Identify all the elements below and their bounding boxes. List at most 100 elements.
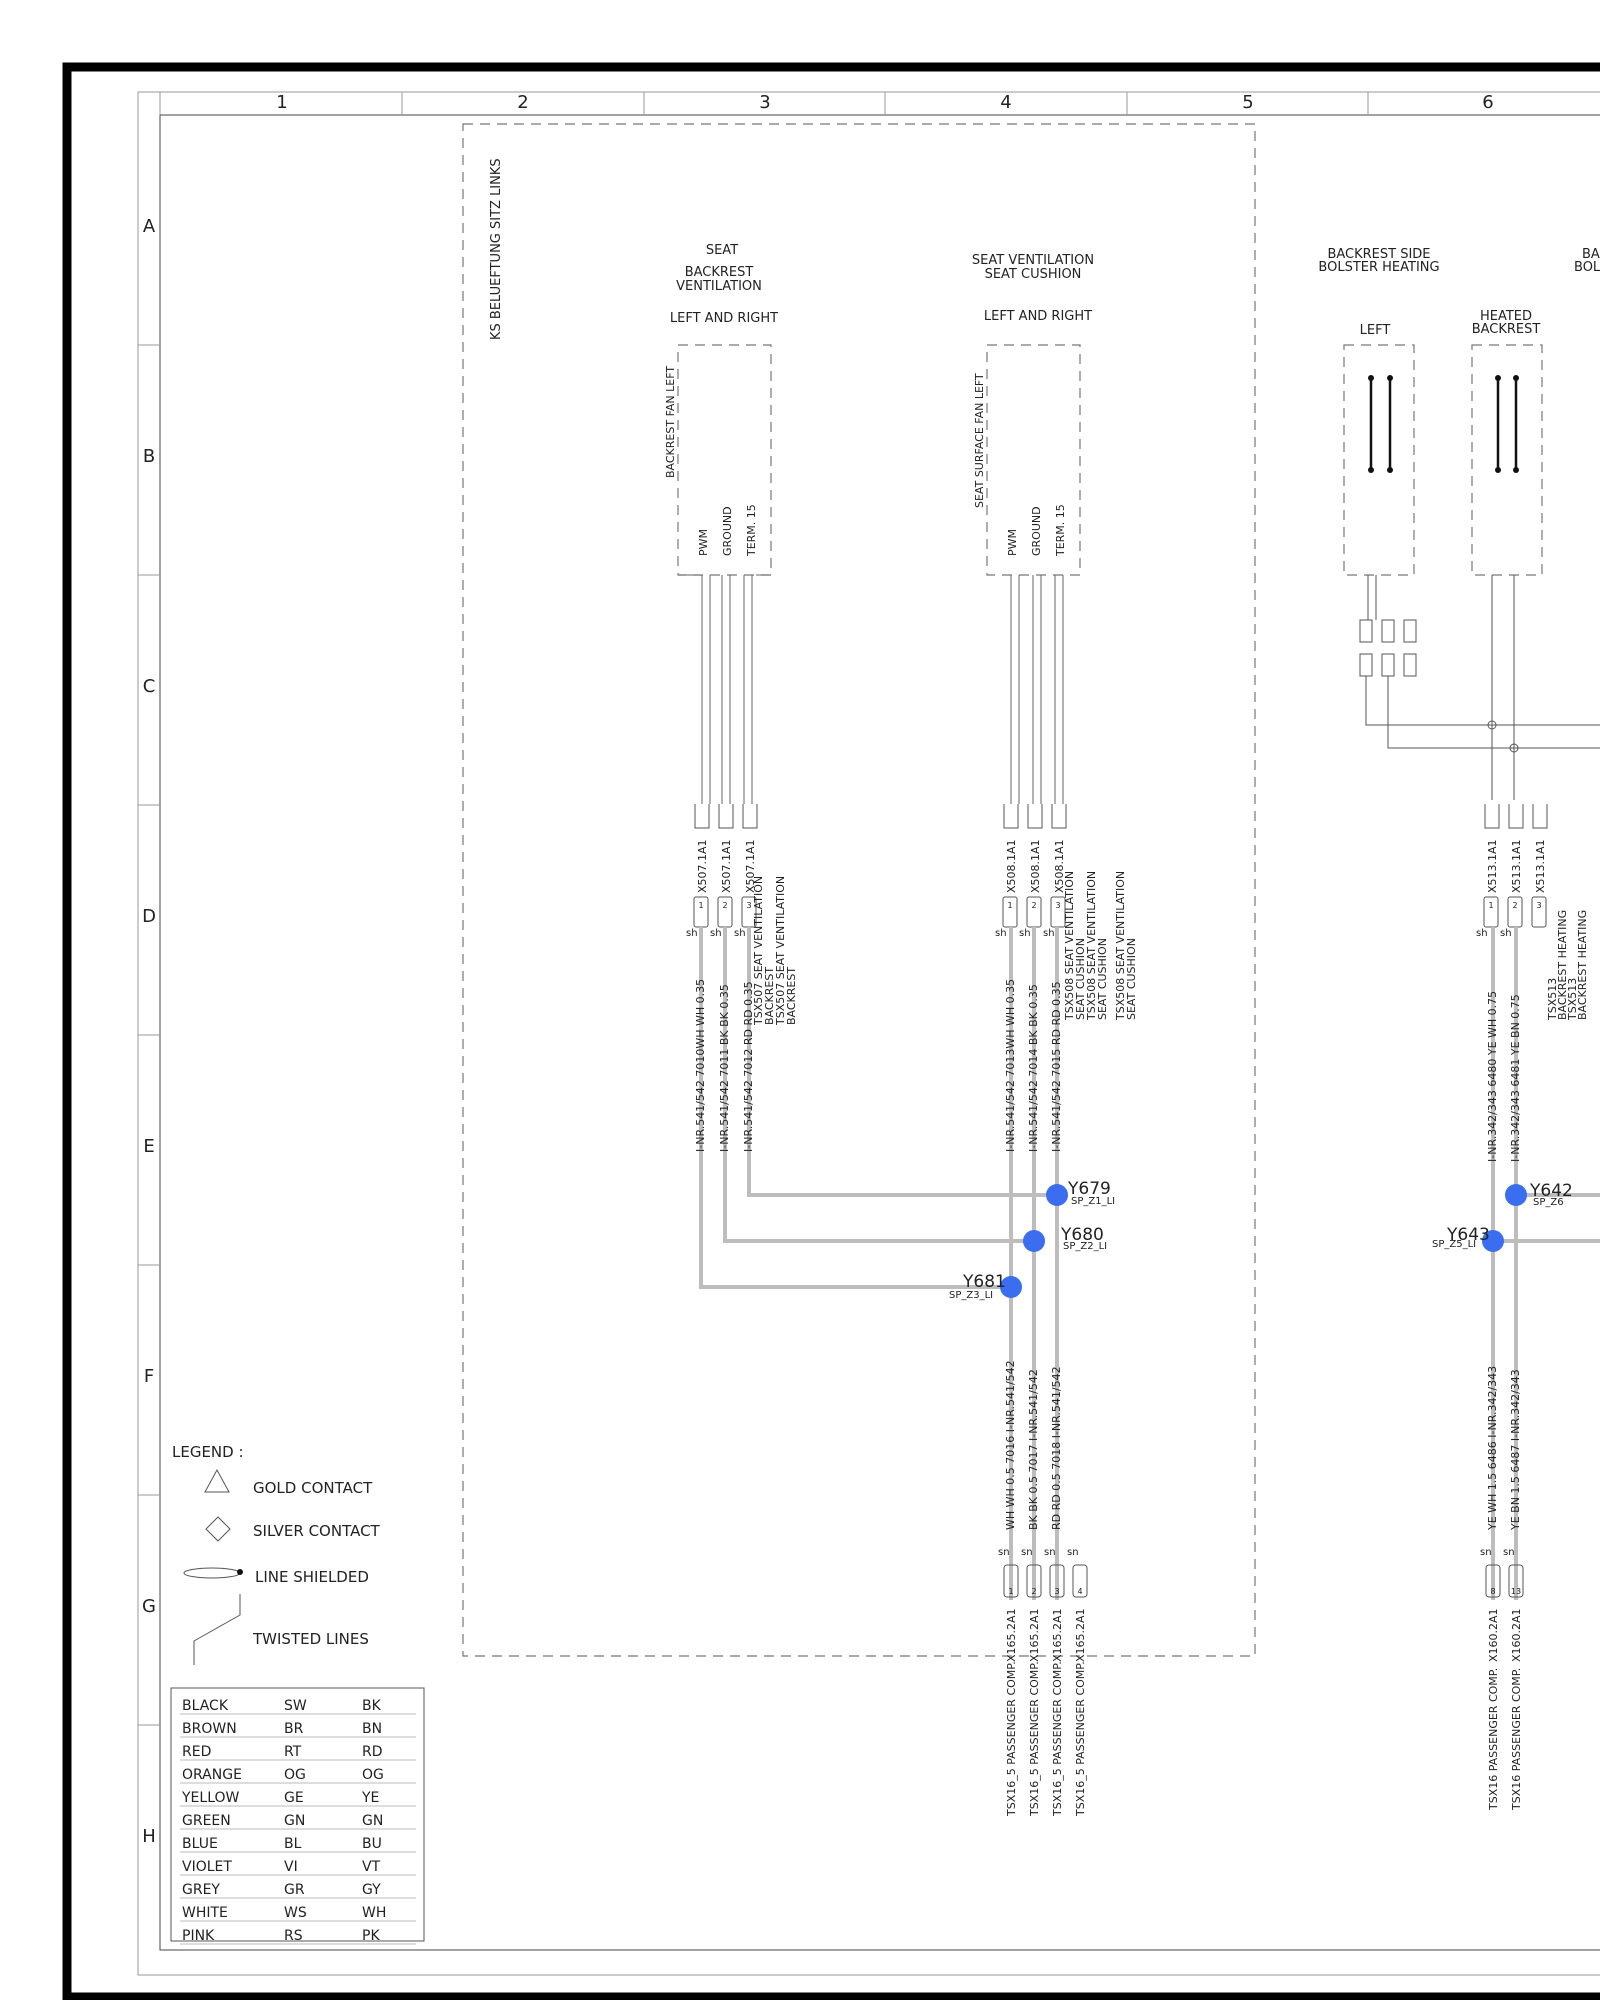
legend-item: LINE SHIELDED (255, 1568, 369, 1586)
splice-sub: SP_Z1_LI (1071, 1196, 1115, 1207)
pin-number: 4 (1077, 1587, 1082, 1596)
drawing-area (159, 114, 1600, 1951)
tsx-note: BACKREST HEATING (1556, 910, 1569, 1020)
shield-mark: sn (1021, 1547, 1033, 1558)
connector-name-x513: X513.1A1 (1510, 839, 1523, 893)
splice-y643 (1482, 1230, 1504, 1252)
harness-wires (699, 927, 1600, 1600)
splice-y680 (1023, 1230, 1045, 1252)
shield-mark: sh (1019, 928, 1031, 939)
splice-sub: SP_Z3_LI (949, 1290, 993, 1301)
shield-mark: sn (1044, 1547, 1056, 1558)
tsx-note: TSX507 SEAT VENTILATION (752, 876, 765, 1026)
pin-label-ground: GROUND (721, 506, 734, 556)
backrest-ventilation-block: SEAT BACKREST VENTILATION LEFT AND RIGHT… (664, 243, 778, 576)
connector-name-x165: X165.2A1 (1028, 1608, 1041, 1662)
pin-number: 13 (1511, 1587, 1521, 1596)
column-label-2: 2 (517, 92, 528, 113)
color-code-table (170, 1687, 425, 1942)
pin-number: 2 (1512, 901, 1517, 910)
tsx-note: SEAT CUSHION (1125, 938, 1138, 1020)
pin-number: 3 (1055, 901, 1060, 910)
splice-id: Y642 (1529, 1181, 1573, 1201)
tsx-note: TSX513 (1546, 978, 1559, 1021)
splice-sub: SP_Z5_LI (1432, 1239, 1476, 1250)
destination-label: TSX16_5 PASSENGER COMP. (1028, 1661, 1041, 1817)
wire-label: I-NR.541/542 7011 BK BK 0.35 (718, 984, 731, 1152)
color-code-cell: ORANGE (182, 1767, 242, 1783)
color-code-cell: BK (362, 1698, 382, 1714)
connector-name-x508: X508.1A1 (1029, 839, 1042, 893)
splice-y679 (1046, 1184, 1068, 1206)
wire-label: I-NR.541/542 7013WH WH 0.35 (1004, 979, 1017, 1152)
connector-name-x160: X160.2A1 (1510, 1608, 1523, 1662)
row-header (138, 344, 160, 1726)
heating-element-terminal (1495, 375, 1501, 381)
color-code-cell: PK (362, 1928, 380, 1944)
row-label-d: D (142, 906, 156, 927)
color-code-cell: RD (362, 1744, 383, 1760)
tsx-note: TSX508 SEAT VENTILATION (1063, 871, 1076, 1021)
destination-label: TSX16_5 PASSENGER COMP. (1074, 1661, 1087, 1817)
shield-mark: sh (1043, 928, 1055, 939)
destination-label: TSX16_5 PASSENGER COMP. (1005, 1661, 1018, 1817)
cut-off-title: BA (1582, 247, 1600, 262)
connector-name-x508: X508.1A1 (1005, 839, 1018, 893)
heating-element-terminal (1387, 375, 1393, 381)
connector-name-x513: X513.1A1 (1486, 839, 1499, 893)
legend: LEGEND : GOLD CONTACT SILVER CONTACT LIN… (172, 1443, 381, 1665)
row-label-a: A (143, 216, 156, 237)
column-label-6: 6 (1482, 92, 1493, 113)
color-code-cell: VI (284, 1859, 298, 1875)
bolster-wiring (1359, 575, 1600, 800)
fan-label: BACKREST FAN LEFT (664, 366, 677, 478)
gold-contact-icon (204, 1468, 230, 1493)
color-code-cell: BN (362, 1721, 382, 1737)
assembly-title: KS BELUEFTUNG SITZ LINKS (489, 158, 504, 340)
pin-number: 2 (1031, 1587, 1036, 1596)
pin-label-ground: GROUND (1030, 506, 1043, 556)
connector-name-x165: X165.2A1 (1005, 1608, 1018, 1662)
silver-contact-icon (205, 1516, 231, 1542)
column-header (159, 92, 1369, 115)
shield-mark: sh (686, 928, 698, 939)
tsx-note: BACKREST (785, 967, 798, 1025)
color-code-cell: YELLOW (181, 1790, 240, 1806)
column-label-3: 3 (759, 92, 770, 113)
color-code-cell: GR (284, 1882, 305, 1898)
component-subtitle: LEFT AND RIGHT (984, 309, 1092, 324)
color-code-cell: BU (362, 1836, 382, 1852)
cushion-fan-box (986, 344, 1081, 576)
vent-leads (678, 574, 1064, 804)
wire-label: WH WH 0.5 7016 I-NR.541/542 (1004, 1360, 1017, 1530)
pin-number: 3 (1536, 901, 1541, 910)
shield-mark: sn (1503, 1547, 1515, 1558)
lower-pin-boxes (1003, 1564, 1524, 1598)
shield-mark: sh (734, 928, 746, 939)
shield-mark: sn (1067, 1547, 1079, 1558)
component-title-line: SEAT CUSHION (985, 267, 1082, 282)
color-code-cell: GN (362, 1813, 383, 1829)
wire-label: YE BN 1.5 6487 I-NR.342/343 (1509, 1369, 1522, 1531)
wire-label: I-NR.541/542 7014 BK BK 0.35 (1027, 984, 1040, 1152)
legend-item: SILVER CONTACT (253, 1522, 381, 1540)
color-code-cell: BL (284, 1836, 302, 1852)
splice-y642 (1505, 1184, 1527, 1206)
pin-number: 1 (1007, 901, 1012, 910)
column-label-1: 1 (276, 92, 287, 113)
splice-y681 (1000, 1276, 1022, 1298)
shield-mark: sh (1476, 928, 1488, 939)
color-code-cell: WS (284, 1905, 307, 1921)
legend-title: LEGEND : (172, 1443, 244, 1461)
color-code-cell: GREY (182, 1882, 220, 1898)
connector-name-x513: X513.1A1 (1534, 839, 1547, 893)
backrest-heater-box (1471, 344, 1543, 576)
color-code-cell: VIOLET (182, 1859, 232, 1875)
wire-label: I-NR.541/542 7012 RD RD 0.35 (742, 981, 755, 1152)
shield-mark: sh (710, 928, 722, 939)
splice-id: Y643 (1446, 1225, 1490, 1245)
component-title-line: BOLSTER HEATING (1318, 260, 1439, 275)
column-label-4: 4 (1000, 92, 1011, 113)
shielded-line-icon (183, 1567, 241, 1579)
